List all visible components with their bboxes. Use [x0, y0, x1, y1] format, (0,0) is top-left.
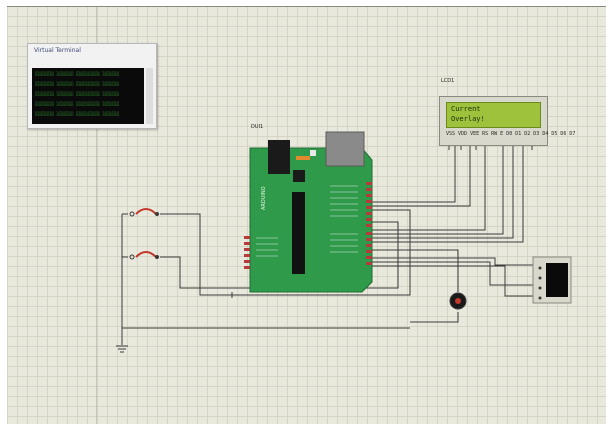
terminal-line: ░░░░░░░░ ░░░░░░░ ░░░░░░░░░░ ░░░░░░░ — [35, 81, 120, 86]
terminal-title: Virtual Terminal — [34, 47, 81, 54]
wire-scope-b — [372, 261, 533, 286]
switch-icon — [129, 251, 159, 260]
lcd-line-2: Overlay! — [451, 115, 485, 123]
workspace-guide-line — [96, 6, 97, 424]
lcd-line-1: Current — [451, 105, 485, 113]
terminal-scrollbar[interactable] — [146, 68, 153, 124]
arduino-reference: DUI1 — [251, 124, 264, 130]
terminal-line: ░░░░░░░░ ░░░░░░░ ░░░░░░░░░░ ░░░░░░░ — [35, 111, 120, 116]
svg-text:ARDUINO: ARDUINO — [261, 186, 267, 210]
wire-scope-a — [372, 257, 533, 266]
wire-lcd-rs — [372, 145, 456, 203]
wire-lcd-d4 — [372, 145, 486, 231]
wire-switch1-board — [160, 209, 411, 296]
switch-icon — [129, 208, 159, 217]
wire-lcd-d7 — [372, 145, 524, 243]
lcd-display-component[interactable]: Current Overlay! VSS VDD VEE RS RW E D0 … — [439, 96, 575, 146]
wire-lcd-d6 — [372, 145, 514, 239]
virtual-terminal-window[interactable]: Virtual Terminal ░░░░░░░░ ░░░░░░░ ░░░░░░… — [27, 43, 157, 129]
wire-motor-return — [410, 312, 459, 323]
wire-motor-signal — [372, 249, 459, 292]
wire-lcd-e — [372, 145, 471, 207]
terminal-line: ░░░░░░░░ ░░░░░░░ ░░░░░░░░░░ ░░░░░░░ — [35, 71, 120, 76]
lcd-pin-labels: VSS VDD VEE RS RW E D0 D1 D2 D3 D4 D5 D6… — [446, 131, 576, 137]
terminal-line: ░░░░░░░░ ░░░░░░░ ░░░░░░░░░░ ░░░░░░░ — [35, 91, 120, 96]
wire-lcd-d5 — [372, 145, 504, 235]
ground-symbol-icon — [116, 345, 128, 353]
oscilloscope-instrument — [532, 256, 572, 304]
terminal-line: ░░░░░░░░ ░░░░░░░ ░░░░░░░░░░ ░░░░░░░ — [35, 101, 120, 106]
terminal-screen[interactable]: ░░░░░░░░ ░░░░░░░ ░░░░░░░░░░ ░░░░░░░ ░░░░… — [32, 68, 144, 124]
motor-icon — [449, 292, 467, 310]
wire-scope-c — [372, 265, 533, 297]
arduino-board: ARDUINO — [244, 131, 373, 293]
lcd-reference: LCD1 — [441, 78, 455, 84]
workspace-top-border — [7, 6, 606, 7]
lcd-screen: Current Overlay! — [446, 102, 541, 128]
